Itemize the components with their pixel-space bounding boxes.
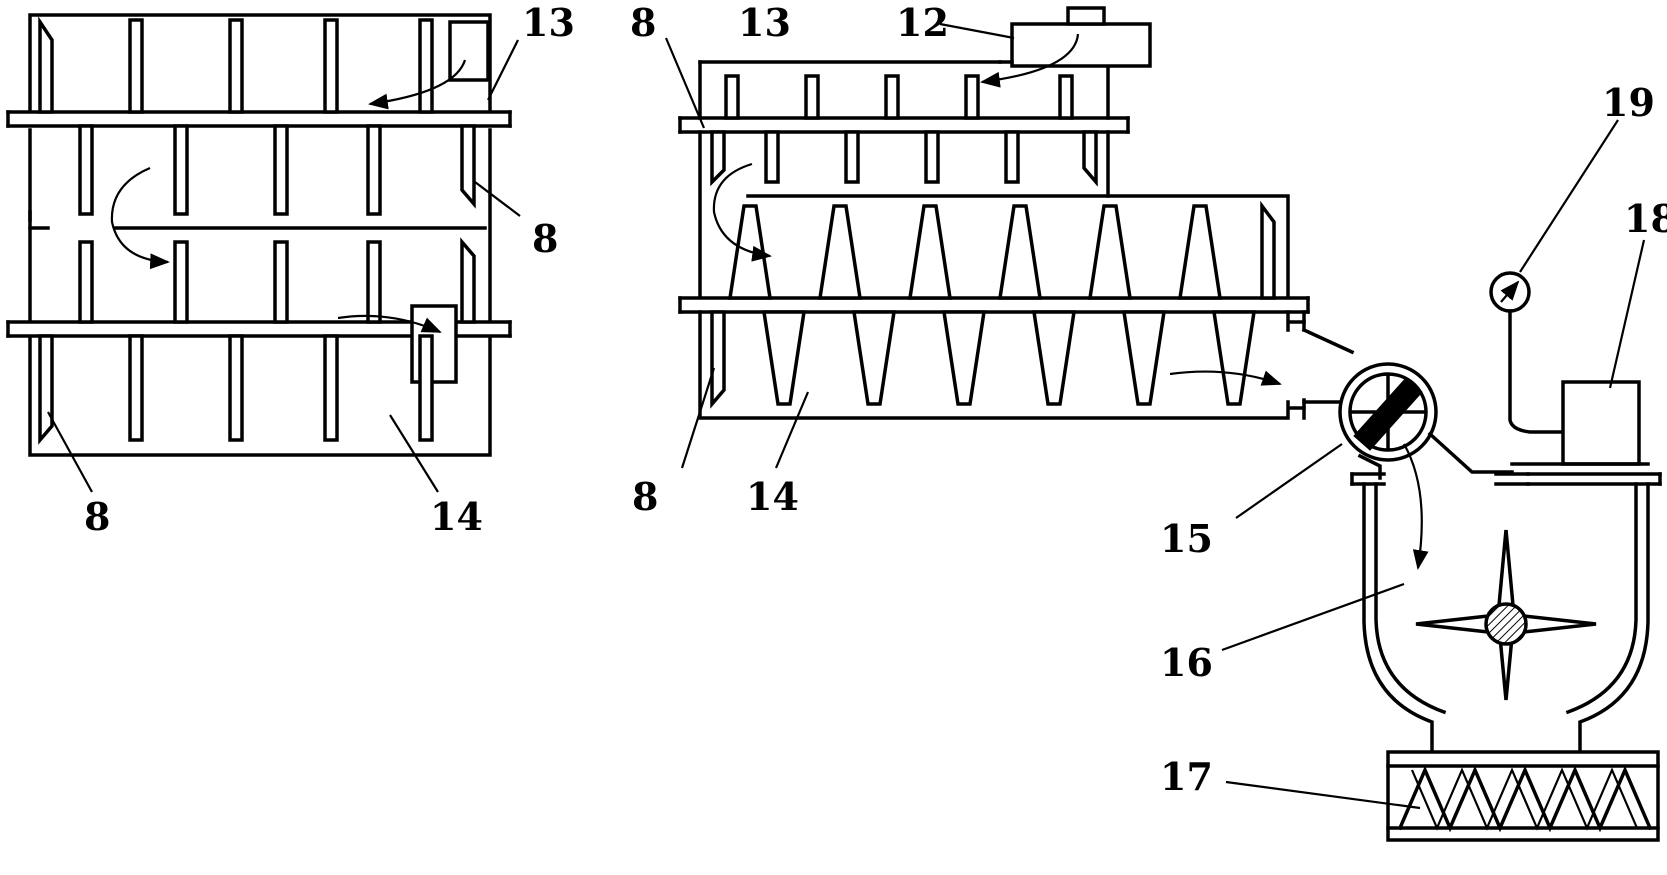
left-view: 13 8 8 14 [6,0,575,539]
rotary-valve [1301,327,1514,480]
lower-tapered-blades [710,310,1257,409]
label-19: 19 [1602,80,1655,125]
left-label-8-right: 8 [532,216,558,261]
right-flow-arrow-feeder [980,33,1080,88]
right-flow-arrow-curl [712,162,772,262]
left-upper-flange [6,110,512,128]
controller-box [1510,380,1650,466]
label-15: 15 [1160,516,1213,561]
lower-chamber [698,310,1290,420]
upper-tank-blades [724,74,1074,120]
label-18: 18 [1624,196,1667,241]
label-12: 12 [896,0,949,45]
label-13: 13 [738,0,791,45]
left-label-8-bottom: 8 [84,494,110,539]
label-16: 16 [1160,640,1213,685]
lower-outlet-flanges [1288,310,1306,420]
left-lower-mid-blades [78,237,476,384]
right-view: 8 13 12 8 14 15 16 17 18 19 [630,0,1667,842]
right-flow-arrow-outlet [1169,370,1282,386]
left-bottom-blades [38,334,434,445]
left-flow-arrow-top [368,59,467,110]
label-8-bottom: 8 [632,474,658,519]
left-upper-mid-blades [78,124,476,216]
pressure-gauge [1489,271,1565,434]
left-label-14: 14 [430,494,483,539]
feeder-box [998,6,1152,68]
left-flow-arrow-curl [110,166,170,270]
right-flow-arrow-mixer [1403,443,1429,570]
label-8-top: 8 [630,0,656,45]
left-housing-outline [28,13,492,457]
screw-conveyor [1386,750,1660,842]
left-top-blades [38,16,490,114]
middle-top-blades [710,130,1098,187]
mixer-impeller [1415,529,1597,701]
left-label-13: 13 [522,0,575,45]
middle-tapered-blades [727,200,1276,300]
mixer-body [1350,472,1662,754]
left-flow-arrow-bottom [337,314,442,334]
label-17: 17 [1160,754,1213,799]
label-14: 14 [746,474,799,519]
